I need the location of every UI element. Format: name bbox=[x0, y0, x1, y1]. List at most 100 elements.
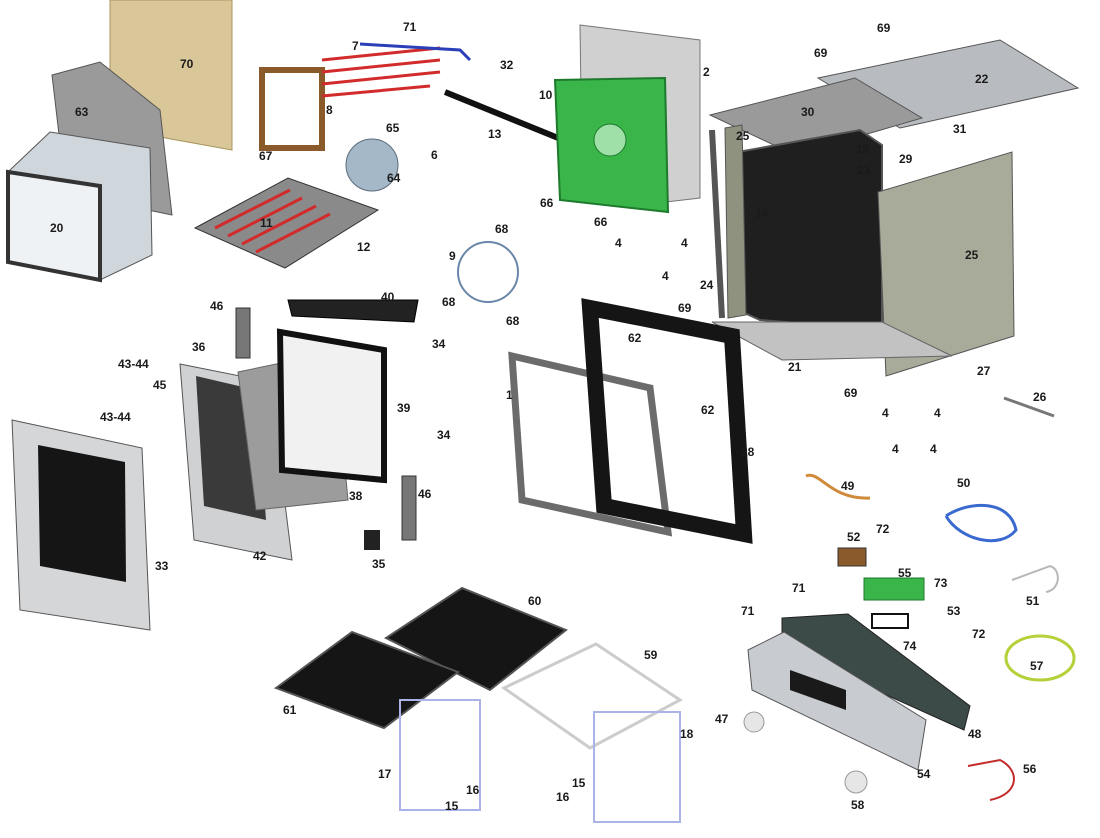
part-label: 68 bbox=[442, 295, 456, 309]
part-label: 1 bbox=[506, 388, 513, 402]
part-top-cover bbox=[708, 77, 924, 156]
part-label: 69 bbox=[814, 46, 828, 60]
part-label: 4 bbox=[615, 236, 622, 250]
part-gasket-strip bbox=[871, 613, 909, 629]
part-door-gasket bbox=[508, 351, 673, 537]
part-label: 22 bbox=[975, 72, 989, 86]
part-outer-door-glass bbox=[38, 445, 126, 582]
part-label: 53 bbox=[947, 604, 961, 618]
part-wire-56 bbox=[967, 758, 1015, 801]
part-label: 4 bbox=[930, 442, 937, 456]
part-label: 31 bbox=[953, 122, 967, 136]
part-label: 66 bbox=[594, 215, 608, 229]
part-label: 61 bbox=[283, 703, 297, 717]
part-label: 12 bbox=[357, 240, 371, 254]
part-label: 54 bbox=[917, 767, 931, 781]
part-side-panel-right bbox=[877, 151, 1015, 377]
part-wire-harness-50 bbox=[944, 503, 1018, 543]
part-label: 70 bbox=[180, 57, 194, 71]
part-label: 23 bbox=[857, 163, 871, 177]
part-label: 28 bbox=[741, 445, 755, 459]
part-label: 21 bbox=[788, 360, 802, 374]
part-label: 19 bbox=[856, 142, 870, 156]
part-label: 69 bbox=[678, 301, 692, 315]
part-label: 6 bbox=[431, 148, 438, 162]
part-label: 56 bbox=[1023, 762, 1037, 776]
part-label: 47 bbox=[715, 712, 729, 726]
part-label: 26 bbox=[1033, 390, 1047, 404]
part-label: 4 bbox=[681, 236, 688, 250]
part-label: 60 bbox=[528, 594, 542, 608]
part-label: 33 bbox=[155, 559, 169, 573]
part-label: 48 bbox=[968, 727, 982, 741]
part-label: 25 bbox=[736, 129, 750, 143]
part-label: 74 bbox=[903, 639, 917, 653]
part-label: 17 bbox=[378, 767, 392, 781]
part-label: 66 bbox=[540, 196, 554, 210]
part-label: 55 bbox=[898, 566, 912, 580]
part-label: 46 bbox=[418, 487, 432, 501]
part-label: 72 bbox=[876, 522, 890, 536]
part-label: 4 bbox=[934, 406, 941, 420]
part-label: 36 bbox=[192, 340, 206, 354]
part-front-frame bbox=[581, 298, 753, 544]
part-label: 20 bbox=[50, 221, 64, 235]
part-control-display bbox=[790, 670, 846, 710]
part-label: 59 bbox=[644, 648, 658, 662]
part-label: 71 bbox=[792, 581, 806, 595]
part-probe-26 bbox=[1003, 396, 1055, 418]
part-label: 52 bbox=[847, 530, 861, 544]
part-ground-wire-57 bbox=[1004, 634, 1076, 682]
part-wire-harness-49 bbox=[805, 473, 871, 500]
part-tray-front bbox=[273, 630, 461, 730]
part-top-heater-blue bbox=[359, 42, 472, 62]
part-label: 42 bbox=[253, 549, 267, 563]
part-wire-51 bbox=[1011, 564, 1059, 593]
part-label: 34 bbox=[432, 337, 446, 351]
part-label: 16 bbox=[556, 790, 570, 804]
part-label: 4 bbox=[662, 269, 669, 283]
part-label: 14 bbox=[755, 206, 769, 220]
part-label: 15 bbox=[572, 776, 586, 790]
part-label: 68 bbox=[495, 222, 509, 236]
part-label: 18 bbox=[680, 727, 694, 741]
part-inner-glass bbox=[276, 328, 387, 484]
part-label: 69 bbox=[844, 386, 858, 400]
part-label: 38 bbox=[349, 489, 363, 503]
part-clip bbox=[364, 530, 380, 550]
part-hinge-bottom bbox=[401, 475, 417, 541]
part-label: 39 bbox=[397, 401, 411, 415]
part-label: 64 bbox=[387, 171, 401, 185]
part-label: 10 bbox=[539, 88, 553, 102]
part-label: 57 bbox=[1030, 659, 1044, 673]
part-side-heater bbox=[259, 67, 325, 151]
part-left-rail bbox=[399, 699, 481, 811]
part-label: 24 bbox=[700, 278, 714, 292]
part-door-top-frame bbox=[287, 299, 419, 323]
part-wire-shelf bbox=[501, 642, 683, 750]
part-label: 62 bbox=[628, 331, 642, 345]
part-grille bbox=[457, 241, 519, 303]
part-label: 69 bbox=[877, 21, 891, 35]
part-label: 4 bbox=[892, 442, 899, 456]
part-label: 25 bbox=[965, 248, 979, 262]
part-label: 51 bbox=[1026, 594, 1040, 608]
part-label: 62 bbox=[701, 403, 715, 417]
part-right-rail bbox=[593, 711, 681, 823]
part-label: 45 bbox=[153, 378, 167, 392]
part-control-board bbox=[863, 577, 925, 601]
part-label: 63 bbox=[75, 105, 89, 119]
part-label: 68 bbox=[506, 314, 520, 328]
part-bottom-heater bbox=[214, 188, 331, 254]
part-knob-left bbox=[743, 711, 765, 733]
part-relay bbox=[837, 547, 867, 567]
part-label: 2 bbox=[703, 65, 710, 79]
part-label: 71 bbox=[403, 20, 417, 34]
part-rod bbox=[443, 89, 570, 145]
part-hinge-top bbox=[235, 307, 251, 359]
part-cavity-opening bbox=[6, 169, 102, 283]
part-label: 32 bbox=[500, 58, 514, 72]
part-label: 11 bbox=[260, 216, 273, 230]
part-label: 35 bbox=[372, 557, 386, 571]
